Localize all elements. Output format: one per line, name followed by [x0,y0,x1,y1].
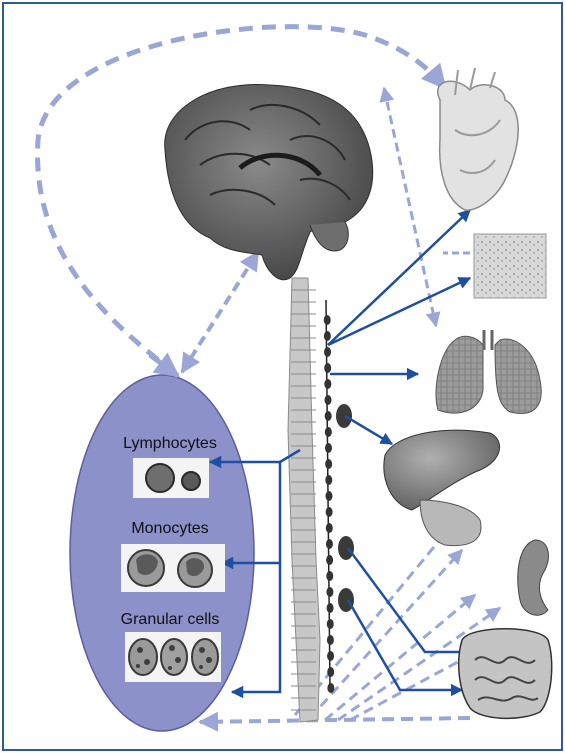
chain-ganglion [326,555,333,565]
intestine-icon [459,629,552,719]
chain-ganglion [324,363,331,373]
lymphocytes-label: Lymphocytes [123,435,217,452]
brain-icon [165,84,373,279]
feedback-loop-tail-arrow [150,355,178,376]
chain-ganglion [325,395,332,405]
chain-ganglion [327,651,334,661]
chain-ganglion [324,379,331,389]
chain-ganglion [327,667,334,677]
ellipse-brain-arrow [182,252,258,372]
blood-cell-icon [129,639,157,675]
chain-ganglion [325,443,332,453]
chain-ganglion [325,475,332,485]
chain-ganglion [324,331,331,341]
chain-ganglion [326,587,333,597]
chain-ganglion [326,539,333,549]
chain-ganglion [326,507,333,517]
chain-ganglion [324,347,331,357]
ganglion-icon [336,404,352,428]
chain-ganglion [325,411,332,421]
chain-ganglion [327,619,334,629]
chain-ganglion [327,603,334,613]
kidney-icon [518,540,549,615]
granular-cells-label: Granular cells [121,611,220,628]
heart-lung-feedback-arrow [384,88,436,326]
chain-ganglion [325,491,332,501]
chain-ganglion [325,459,332,469]
liver-icon [384,430,500,545]
blood-cell-icon [192,639,218,675]
chain-ganglion [324,315,331,325]
heart-icon [438,68,518,210]
chain-ganglion [326,523,333,533]
sympathetic-chain [324,300,335,693]
lungs-icon [436,330,541,413]
blood-cell-icon [161,639,187,675]
spinal-cord-icon [288,278,320,722]
chain-ganglion [327,683,334,693]
chain-ganglion [326,571,333,581]
blood-cell-icon [146,464,174,492]
ganglion-icon [338,536,354,560]
chain-ganglion [327,635,334,645]
chain-ganglion [325,427,332,437]
bottom-return-arrow [200,718,470,722]
blood-cell-icon [182,472,200,490]
monocytes-label: Monocytes [131,520,208,537]
muscle-tissue-icon [474,234,546,298]
